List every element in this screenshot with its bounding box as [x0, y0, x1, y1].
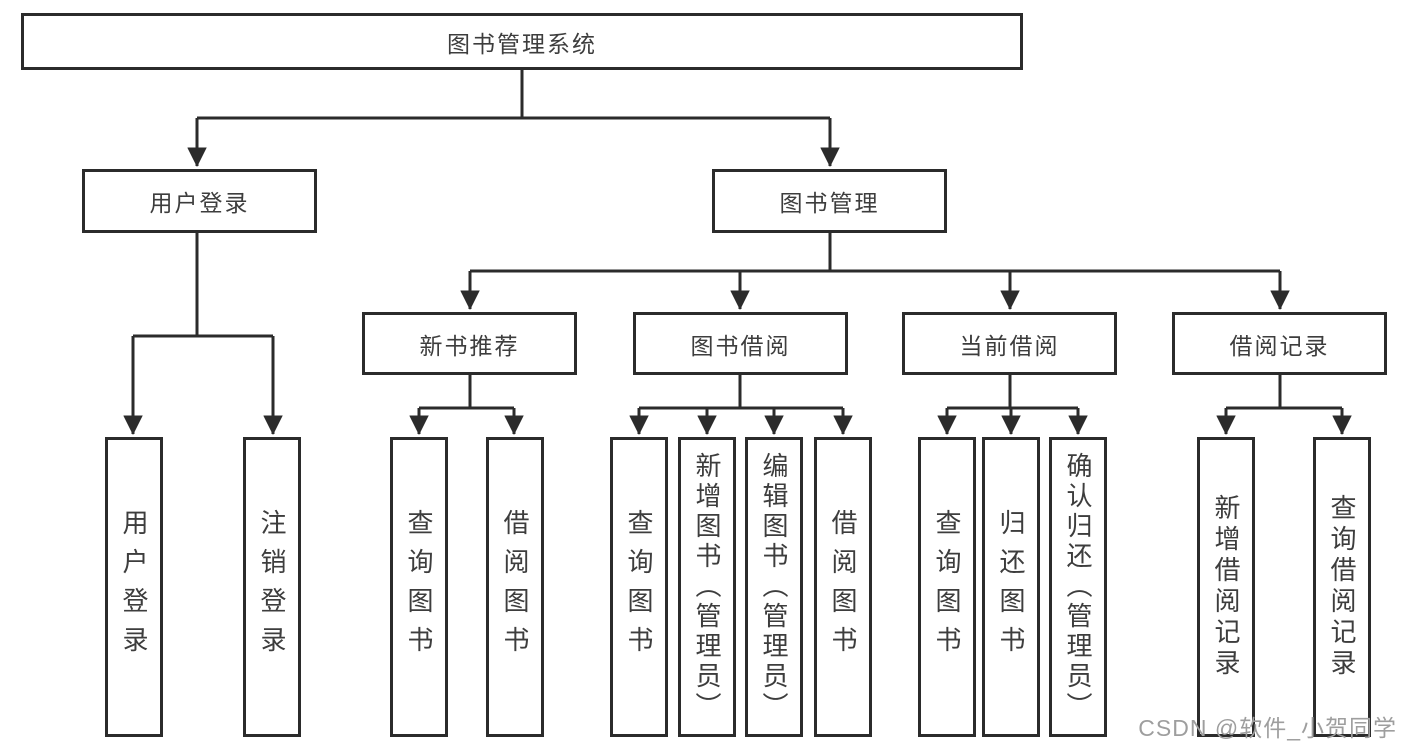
node-user-login: 用户登录 — [82, 169, 317, 233]
leaf-borrow-add-book: 新增图书（管理员） — [678, 437, 736, 737]
leaf-borrow-query-book: 查询图书 — [610, 437, 668, 737]
node-new-book-recommend: 新书推荐 — [362, 312, 577, 375]
node-book-borrow-label: 图书借阅 — [690, 332, 791, 359]
leaf-current-query-book: 查询图书 — [918, 437, 976, 737]
leaf-recommend-query-book-label: 查询图书 — [404, 509, 434, 665]
leaf-records-add-record-label: 新增借阅记录 — [1211, 494, 1241, 680]
leaf-current-confirm-return: 确认归还（管理员） — [1049, 437, 1107, 737]
watermark: CSDN @软件_小贺同学 — [1138, 715, 1397, 741]
node-book-management-label: 图书管理 — [779, 190, 880, 216]
leaf-logout-label: 注销登录 — [257, 509, 287, 665]
leaf-borrow-borrow-book-label: 借阅图书 — [828, 509, 858, 665]
node-root: 图书管理系统 — [21, 13, 1023, 70]
node-borrow-records: 借阅记录 — [1172, 312, 1387, 375]
leaf-recommend-borrow-book-label: 借阅图书 — [500, 509, 530, 665]
leaf-borrow-borrow-book: 借阅图书 — [814, 437, 872, 737]
leaf-logout: 注销登录 — [243, 437, 301, 737]
leaf-user-login: 用户登录 — [105, 437, 163, 737]
leaf-borrow-edit-book: 编辑图书（管理员） — [745, 437, 803, 737]
node-borrow-records-label: 借阅记录 — [1229, 332, 1330, 359]
leaf-borrow-add-book-label: 新增图书（管理员） — [692, 452, 722, 722]
leaf-records-add-record: 新增借阅记录 — [1197, 437, 1255, 737]
leaf-current-return-book: 归还图书 — [982, 437, 1040, 737]
node-user-login-label: 用户登录 — [149, 190, 250, 216]
node-root-label: 图书管理系统 — [447, 30, 597, 57]
leaf-recommend-query-book: 查询图书 — [390, 437, 448, 737]
leaf-current-return-book-label: 归还图书 — [996, 509, 1026, 665]
leaf-user-login-label: 用户登录 — [119, 509, 149, 665]
node-current-borrow-label: 当前借阅 — [959, 332, 1060, 359]
node-current-borrow: 当前借阅 — [902, 312, 1117, 375]
leaf-records-query-record: 查询借阅记录 — [1313, 437, 1371, 737]
node-new-book-recommend-label: 新书推荐 — [419, 332, 520, 359]
node-book-management: 图书管理 — [712, 169, 947, 233]
leaf-current-confirm-return-label: 确认归还（管理员） — [1063, 452, 1093, 722]
leaf-recommend-borrow-book: 借阅图书 — [486, 437, 544, 737]
node-book-borrow: 图书借阅 — [633, 312, 848, 375]
leaf-records-query-record-label: 查询借阅记录 — [1327, 494, 1357, 680]
leaf-borrow-query-book-label: 查询图书 — [624, 509, 654, 665]
leaf-borrow-edit-book-label: 编辑图书（管理员） — [759, 452, 789, 722]
leaf-current-query-book-label: 查询图书 — [932, 509, 962, 665]
